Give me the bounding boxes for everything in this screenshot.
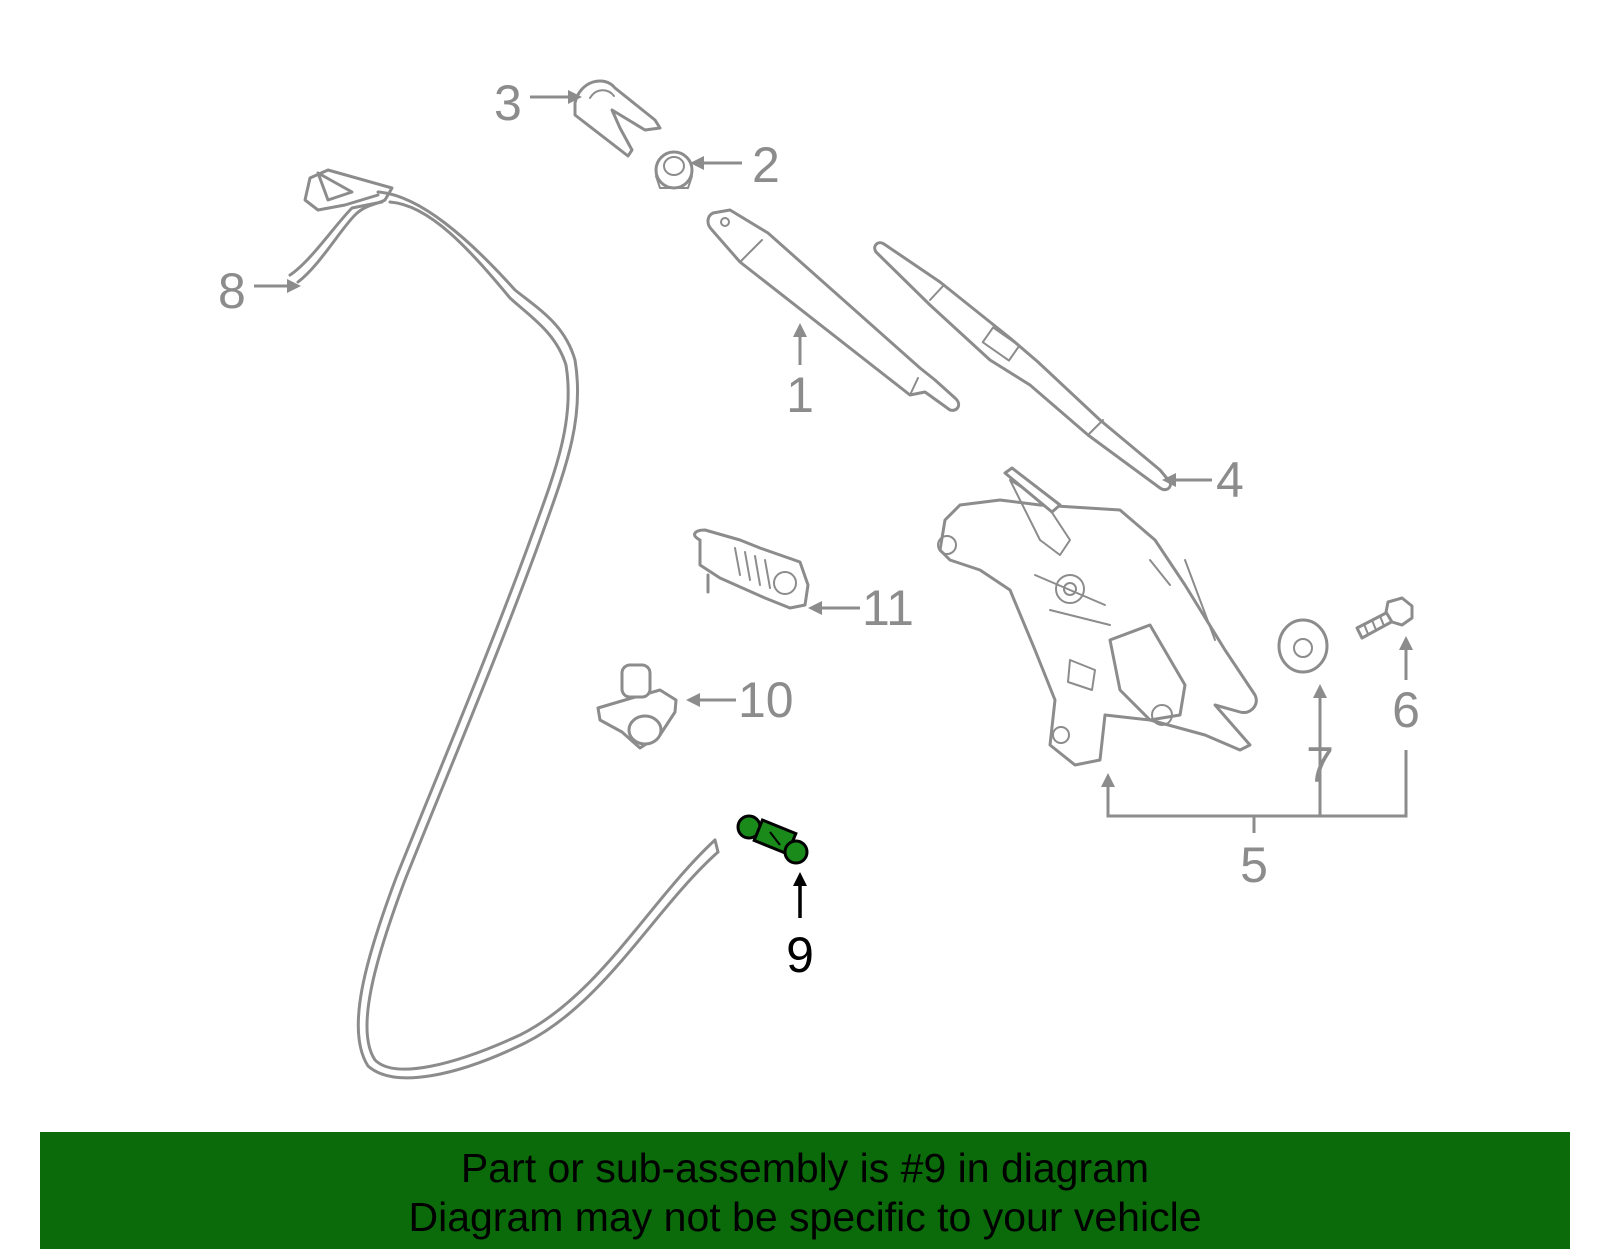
- callout-2: 2: [752, 137, 780, 193]
- callout-6: 6: [1392, 682, 1420, 738]
- callout-4: 4: [1216, 452, 1244, 508]
- nozzle-part-11[interactable]: [693, 528, 810, 610]
- wiper-motor-part-5[interactable]: [937, 466, 1258, 767]
- leader-arrows: [254, 90, 1413, 918]
- banner-line-disclaimer: Diagram may not be specific to your vehi…: [408, 1194, 1202, 1240]
- nut-part-2[interactable]: [654, 150, 694, 190]
- washer-hose-part-8[interactable]: [288, 168, 720, 1080]
- connector-part-9[interactable]: [736, 814, 809, 865]
- info-banner: Part or sub-assembly is #9 in diagram Di…: [40, 1132, 1570, 1249]
- washer-part-7[interactable]: [1277, 618, 1329, 674]
- grommet-part-10[interactable]: [596, 663, 678, 750]
- callout-8: 8: [218, 263, 246, 319]
- callout-1: 1: [786, 367, 814, 423]
- wiper-arm-part-1[interactable]: [706, 208, 961, 412]
- bolt-part-6[interactable]: [1355, 596, 1414, 640]
- callout-3: 3: [494, 75, 522, 131]
- callout-10: 10: [738, 672, 794, 728]
- callout-5: 5: [1240, 837, 1268, 893]
- callout-7: 7: [1306, 737, 1334, 793]
- wiper-blade-part-4[interactable]: [873, 241, 1172, 492]
- callout-11: 11: [862, 580, 914, 636]
- arm-cover-part-3[interactable]: [573, 79, 662, 158]
- callout-9-highlighted: 9: [786, 927, 814, 983]
- banner-line-part-info: Part or sub-assembly is #9 in diagram: [460, 1145, 1150, 1191]
- callout-labels: 3 2 8 1 4 11 10 6 7 5 9: [218, 75, 1420, 983]
